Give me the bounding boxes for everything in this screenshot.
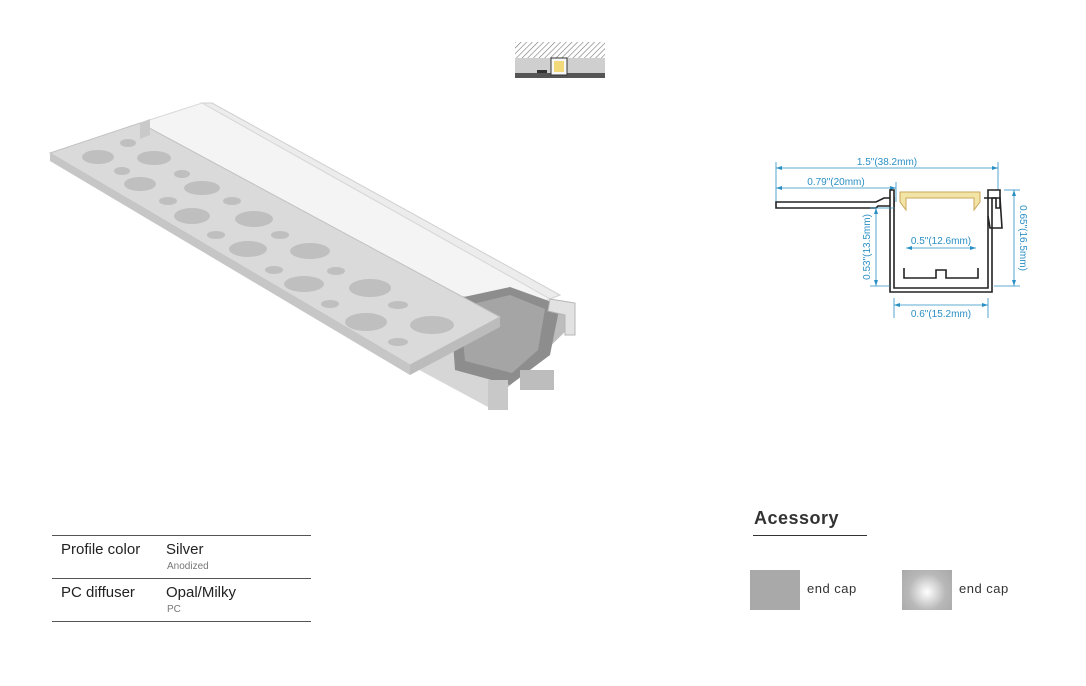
accessory-title: Acessory <box>754 508 840 528</box>
spec-subvalue: Anodized <box>167 561 209 572</box>
spec-value: Opal/Milky <box>166 584 237 601</box>
body-width-label: 0.6"(15.2mm) <box>911 309 971 320</box>
glow-end-cap-icon <box>902 570 952 610</box>
accessory-label: end cap <box>959 581 1009 596</box>
accessory-divider <box>753 535 867 536</box>
installation-thumbnail <box>515 42 605 78</box>
flat-end-cap-icon <box>750 570 800 610</box>
spec-table: Profile color Silver Anodized PC diffuse… <box>52 535 311 622</box>
product-image <box>48 102 576 410</box>
inner-height-label: 0.53"(13.5mm) <box>862 214 873 280</box>
accessory-label: end cap <box>807 581 857 596</box>
spec-label: PC diffuser <box>61 584 135 601</box>
overall-height-label: 0.65"(16.5mm) <box>1017 205 1028 271</box>
spec-subvalue: PC <box>167 604 181 615</box>
spec-row-pc-diffuser: PC diffuser Opal/Milky PC <box>52 578 311 622</box>
spec-value: Silver <box>166 541 204 558</box>
dimension-drawing: 1.5"(38.2mm) 0.79"(20mm) 0.5"(12.6mm) 0.… <box>775 157 1028 320</box>
spec-row-profile-color: Profile color Silver Anodized <box>52 535 311 578</box>
spec-label: Profile color <box>61 541 141 558</box>
flange-width-label: 0.79"(20mm) <box>807 177 864 188</box>
overall-width-label: 1.5"(38.2mm) <box>857 157 917 168</box>
inner-width-label: 0.5"(12.6mm) <box>911 236 971 247</box>
